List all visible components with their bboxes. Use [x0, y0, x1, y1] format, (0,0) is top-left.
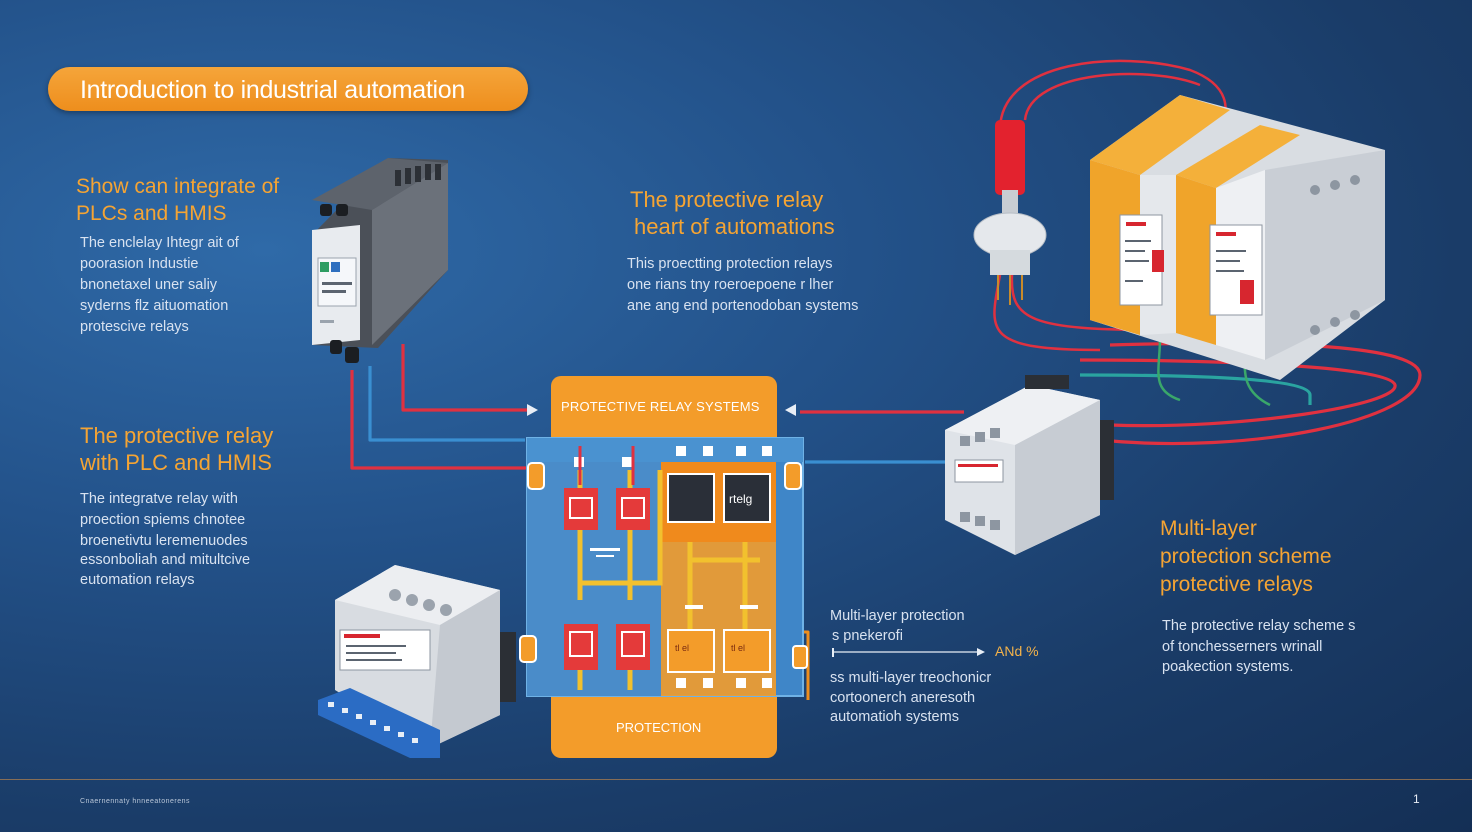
wire-teal — [1079, 373, 1312, 405]
left-top-body-1: The enclelay Ihtegr ait of — [80, 235, 239, 251]
center-heading-line1: The protective relay — [630, 187, 824, 212]
diagram-lower-label-1: tl el — [675, 643, 690, 653]
center-heading-line2: heart of automations — [634, 214, 835, 239]
annotation-body-3: automatioh systems — [830, 709, 959, 725]
wire-red-loop-2 — [1079, 358, 1397, 428]
annotation-body-1: ss multi-layer treochonicr — [830, 670, 992, 686]
relay-stack — [1090, 95, 1385, 380]
left-mid-body-1: The integratve relay with — [80, 491, 238, 507]
relay-red-3 — [564, 624, 598, 670]
relay-red-4 — [616, 624, 650, 670]
annotation-line1: Multi-layer protection — [830, 608, 965, 624]
relay-red-2 — [616, 488, 650, 530]
relay-red-1 — [564, 488, 598, 530]
right-heading-line2: protection scheme — [1160, 545, 1332, 568]
left-top-body-2: poorasion Industie — [80, 256, 199, 272]
probe — [973, 120, 1047, 305]
wire-red-plc — [401, 344, 530, 412]
contactor-right — [945, 375, 1114, 555]
right-body-3: poakection systems. — [1162, 659, 1294, 675]
left-mid-body-5: eutomation relays — [80, 572, 195, 588]
right-heading-line1: Multi-layer — [1160, 517, 1257, 540]
relay-bottom-left — [318, 565, 516, 758]
left-top-body-3: bnonetaxel uner saliy — [80, 277, 218, 293]
plc-module — [312, 158, 448, 363]
page-number: 1 — [1413, 792, 1420, 806]
annotation-line2: s pnekerofi — [832, 628, 903, 644]
diagram-header-label: PROTECTIVE RELAY SYSTEMS — [561, 399, 760, 414]
wire-blue-plc — [368, 366, 525, 442]
annotation-body-2: cortoonerch aneresoth — [830, 690, 976, 706]
wire-probe-down-2 — [1010, 274, 1161, 332]
footer-source: Cnaernennaty hnneeatonerens — [80, 798, 191, 805]
right-heading-line3: protective relays — [1160, 573, 1313, 596]
wire-probe-down — [993, 274, 1101, 352]
title-pill — [48, 67, 528, 111]
center-body-3: ane ang end portenodoban systems — [627, 298, 859, 314]
arrow-left — [527, 404, 538, 416]
diagram-lower-label-2: tl el — [731, 643, 746, 653]
left-top-body-4: syderns flz aituomation — [80, 298, 229, 314]
diagram-relay-label: rtelg — [729, 492, 753, 506]
center-body-1: This proectting protection relays — [627, 256, 833, 272]
arrow-right — [785, 404, 796, 416]
left-mid-body-4: essonboliah and mitultcive — [80, 552, 251, 568]
diagram-footer-label: PROTECTION — [616, 720, 702, 735]
relay-diagram — [519, 376, 808, 758]
left-top-heading-line1: Show can integrate of — [76, 175, 280, 198]
wire-red-left — [350, 370, 528, 470]
page-title: Introduction to industrial automation — [80, 76, 465, 104]
left-mid-body-2: proection spiems chnotee — [80, 512, 246, 528]
annotation-tick — [832, 648, 834, 657]
right-body-1: The protective relay scheme s — [1162, 618, 1356, 634]
wire-red-probe-2 — [1023, 72, 1201, 121]
center-body-2: one rians tny roeroepoene r lher — [627, 277, 834, 293]
left-mid-body-3: broenetivtu leremenuodes — [80, 533, 248, 549]
left-mid-heading-line2: with PLC and HMIS — [80, 450, 272, 475]
annotation-value: ANd % — [995, 643, 1039, 659]
wire-red-probe — [998, 59, 1227, 131]
left-top-body-5: protescive relays — [80, 319, 189, 335]
annotation-arrowhead — [977, 648, 985, 656]
footer-divider — [0, 779, 1472, 780]
right-body-2: of tonchesserners wrinall — [1162, 639, 1323, 655]
left-mid-heading-line1: The protective relay — [80, 423, 274, 448]
left-top-heading-line2: PLCs and HMIS — [76, 202, 227, 225]
wire-green-2 — [1157, 337, 1181, 402]
